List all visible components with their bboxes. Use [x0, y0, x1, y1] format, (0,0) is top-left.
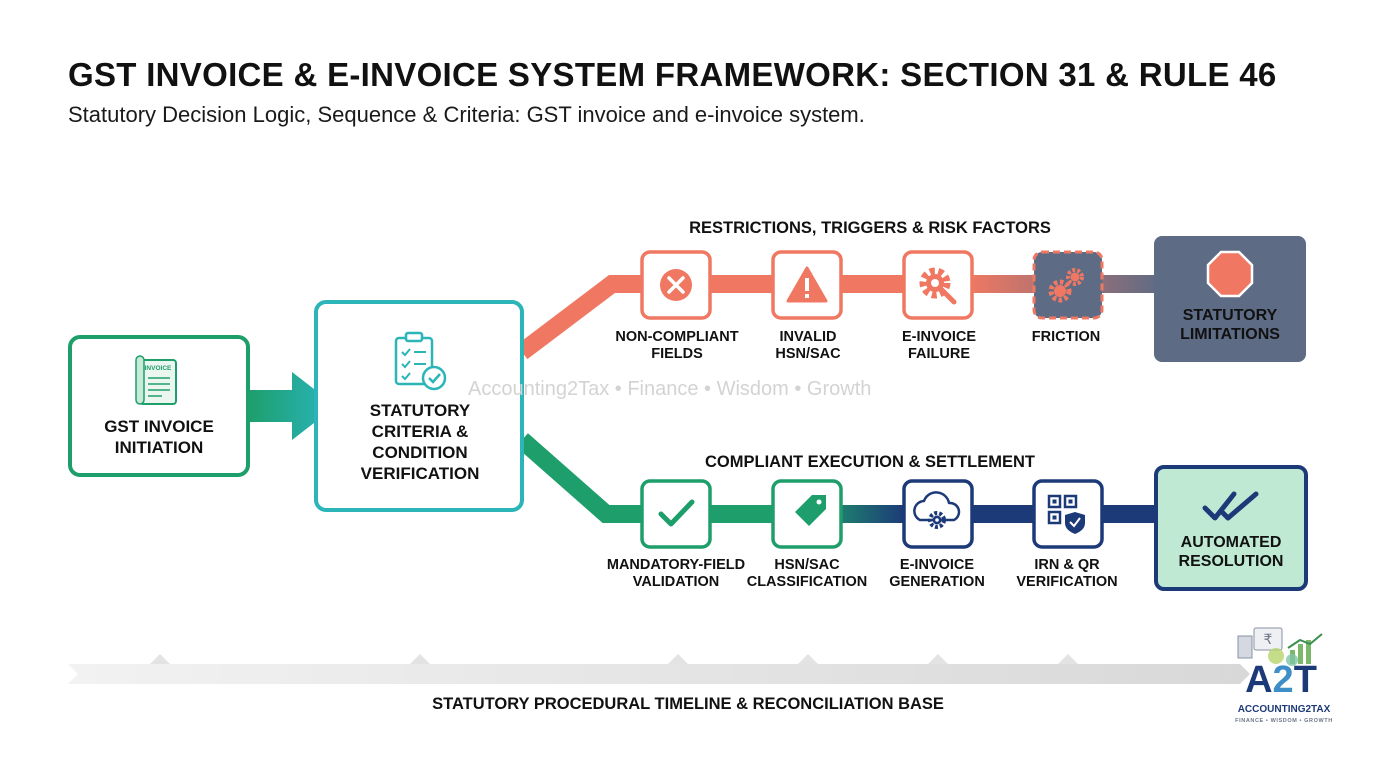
- verify-box: [314, 300, 524, 512]
- warning-triangle-icon: [786, 266, 828, 303]
- start-box: INVOICE: [68, 335, 250, 477]
- start-box-label: GST INVOICE INITIATION: [104, 417, 214, 457]
- clipboard-check-icon: [394, 331, 447, 391]
- compliant-node-2: [771, 479, 843, 549]
- gear-wrench-icon: [919, 267, 957, 305]
- compliant-section-title: COMPLIANT EXECUTION & SETTLEMENT: [705, 453, 1035, 471]
- x-circle-icon: [660, 269, 692, 301]
- stop-octagon-icon: [1206, 250, 1254, 298]
- statutory-limitations-label: STATUTORY LIMITATIONS: [1180, 307, 1280, 343]
- page-title: GST INVOICE & E-INVOICE SYSTEM FRAMEWORK…: [68, 56, 1277, 93]
- risk-section-title: RESTRICTIONS, TRIGGERS & RISK FACTORS: [689, 219, 1051, 237]
- risk-node-3: [902, 250, 974, 320]
- logo-mark-text: A2T: [1245, 659, 1317, 701]
- invoice-scroll-icon: INVOICE: [135, 355, 177, 405]
- logo-name: ACCOUNTING2TAX: [1237, 704, 1331, 715]
- check-icon: [658, 499, 695, 527]
- double-check-icon: [1202, 491, 1259, 521]
- gears-icon: [1048, 268, 1084, 303]
- risk-connector: [516, 275, 1160, 360]
- risk-node-1: [640, 250, 712, 320]
- logo-mark: ₹: [1237, 627, 1323, 666]
- logo-tagline: FINANCE • WISDOM • GROWTH: [1235, 718, 1333, 724]
- compliant-connector: [516, 433, 1160, 523]
- risk-node-2: [771, 250, 843, 320]
- cloud-gear-icon: [913, 491, 961, 529]
- verify-box-label: STATUTORY CRITERIA & CONDITION VERIFICAT…: [360, 401, 480, 483]
- timeline-label: STATUTORY PROCEDURAL TIMELINE & RECONCIL…: [432, 695, 944, 713]
- timeline-bar: [68, 654, 1250, 684]
- tag-icon: [795, 495, 826, 526]
- risk-node-4-label: FRICTION: [1031, 329, 1101, 345]
- statutory-limitations-box: [1154, 236, 1306, 362]
- compliant-node-3: [902, 479, 974, 549]
- qr-shield-icon: [1047, 494, 1085, 534]
- automated-resolution-box: [1154, 465, 1308, 591]
- invoice-icon-label: INVOICE: [145, 365, 172, 372]
- compliant-node-4: [1032, 479, 1104, 549]
- automated-resolution-label: AUTOMATED RESOLUTION: [1178, 534, 1284, 570]
- compliant-node-1: [640, 479, 712, 549]
- page-subtitle: Statutory Decision Logic, Sequence & Cri…: [68, 102, 865, 127]
- watermark: Accounting2Tax • Finance • Wisdom • Grow…: [468, 378, 872, 400]
- rupee-icon: ₹: [1264, 632, 1273, 648]
- risk-node-4: [1032, 250, 1104, 320]
